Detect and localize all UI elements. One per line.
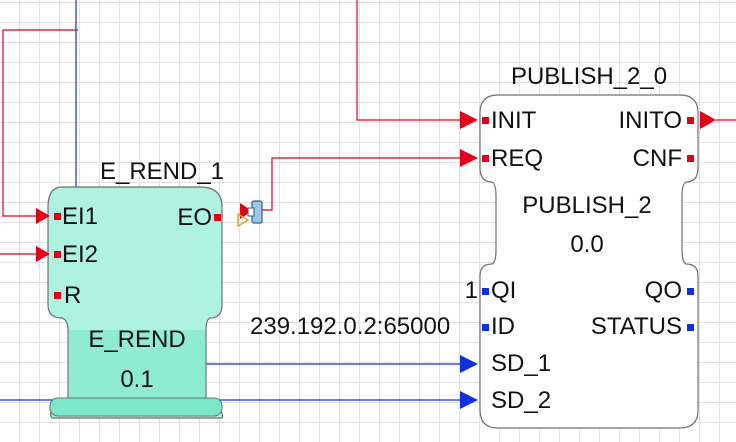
qi-label: QI [491,277,517,304]
event-connections [0,0,736,255]
ei1-arrow-icon [36,208,50,224]
qi-input-value[interactable]: 1 [464,277,478,304]
req-label: REQ [491,145,544,172]
ei1-port[interactable] [54,213,61,220]
ei1-label: EI1 [62,203,99,230]
qi-port[interactable] [482,288,489,295]
publish-instance-name[interactable]: PUBLISH_2_0 [510,63,668,90]
req-arrow-icon [460,149,478,167]
connection-to-init[interactable] [356,0,462,121]
eo-label: EO [177,204,212,231]
selected-arrow-outline-icon [237,212,250,228]
status-port[interactable] [687,324,694,331]
init-label: INIT [491,107,537,134]
e-rend-type-name: E_REND [88,326,186,353]
ei2-label: EI2 [62,241,99,268]
e-rend-instance-name[interactable]: E_REND_1 [99,158,225,185]
input-arrows [36,111,716,409]
e-rend-block-base [49,397,223,417]
sd1-label: SD_1 [491,350,552,377]
status-label: STATUS [590,313,682,340]
sd2-label: SD_2 [491,387,552,414]
qo-port[interactable] [687,288,694,295]
connection-handle-notch [247,207,255,217]
connection-to-ei1[interactable] [2,29,78,217]
id-input-value[interactable]: 239.192.0.2:65000 [250,313,451,340]
r-label: R [64,282,82,309]
id-input-value-clip: 239.192.0.2:65000 [246,313,478,343]
eo-port[interactable] [214,214,221,221]
cnf-label: CNF [632,145,682,172]
inito-port[interactable] [687,117,694,124]
publish-type-name: PUBLISH_2 [522,192,652,219]
sd1-arrow-icon [460,355,478,373]
ei2-arrow-icon [36,246,50,262]
ei2-port[interactable] [54,251,61,258]
sd2-arrow-icon [460,391,478,409]
eo-arrow-icon [240,203,252,219]
init-port[interactable] [482,117,489,124]
inito-arrow-icon [700,111,716,129]
e-rend-block-lower-shade [69,330,205,410]
e-rend-version: 0.1 [120,366,154,393]
r-port[interactable] [54,292,61,299]
cnf-port[interactable] [687,155,694,162]
id-port[interactable] [482,324,489,331]
publish-version: 0.0 [570,231,604,258]
id-label: ID [491,313,515,340]
inito-label: INITO [618,107,682,134]
req-port[interactable] [482,155,489,162]
qo-label: QO [644,277,682,304]
init-arrow-icon [460,111,478,129]
connection-eo-to-req[interactable] [258,157,462,211]
publish-block-body[interactable] [479,94,699,429]
